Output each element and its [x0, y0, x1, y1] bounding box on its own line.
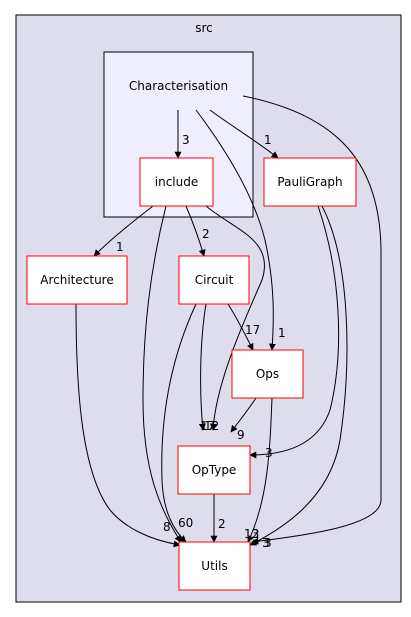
edge-label-char-utils[interactable]: 3	[262, 536, 270, 550]
edge-label-include-optype[interactable]: 12	[204, 419, 219, 433]
node-pauligraph-label: PauliGraph	[277, 175, 342, 189]
edge-label-char-ops[interactable]: 1	[278, 326, 286, 340]
node-circuit-label: Circuit	[195, 273, 234, 287]
node-architecture-label: Architecture	[40, 273, 113, 287]
edge-label-include-architecture[interactable]: 1	[116, 240, 124, 254]
node-include[interactable]: include	[139, 157, 214, 207]
edge-label-ops-optype[interactable]: 9	[237, 428, 245, 442]
edge-ops-utils	[247, 397, 273, 543]
node-include-label: include	[155, 175, 198, 189]
edge-char-pauligraph	[209, 109, 279, 159]
node-utils-label: Utils	[201, 559, 227, 573]
edge-circuit-optype	[198, 303, 207, 431]
edge-char-utils	[242, 95, 382, 545]
edge-include-utils	[142, 205, 182, 543]
edge-include-architecture	[93, 205, 154, 257]
node-optype[interactable]: OpType	[177, 445, 251, 495]
node-utils[interactable]: Utils	[178, 541, 251, 591]
cluster-characterisation-label: Characterisation	[129, 79, 228, 93]
edge-label-include-circuit[interactable]: 2	[202, 227, 210, 241]
edge-label-circuit-ops[interactable]: 17	[245, 323, 260, 337]
edge-label-circuit-utils[interactable]: 60	[178, 516, 193, 530]
edge-label-ops-utils[interactable]: 13	[244, 527, 259, 541]
edge-circuit-utils	[161, 303, 197, 543]
edge-pauligraph-optype	[249, 205, 340, 459]
edge-pauligraph-utils	[249, 205, 348, 546]
edge-label-char-include[interactable]: 3	[182, 133, 190, 147]
edge-include-circuit	[185, 205, 206, 257]
node-circuit[interactable]: Circuit	[178, 255, 250, 305]
edge-circuit-ops	[227, 303, 254, 351]
edge-ops-optype	[230, 397, 257, 433]
edge-label-pauligraph-optype[interactable]: 3	[265, 446, 273, 460]
edge-label-include-utils[interactable]: 8	[163, 520, 171, 534]
node-ops-label: Ops	[256, 367, 279, 381]
edge-architecture-utils	[75, 303, 181, 548]
edge-label-char-pauligraph[interactable]: 1	[264, 133, 272, 147]
node-optype-label: OpType	[192, 463, 237, 477]
edge-char-ops	[195, 109, 276, 351]
node-ops[interactable]: Ops	[231, 349, 304, 399]
node-architecture[interactable]: Architecture	[26, 255, 128, 305]
edge-include-optype	[205, 205, 265, 431]
cluster-src-label: src	[195, 21, 213, 35]
edge-label-optype-utils[interactable]: 2	[218, 517, 226, 531]
edge-label-utils-extra[interactable]: 3	[264, 536, 272, 550]
edge-label-circuit-optype[interactable]: 17	[200, 419, 215, 433]
edge-label-pauligraph-utils[interactable]: 2	[252, 527, 260, 541]
node-pauligraph[interactable]: PauliGraph	[263, 157, 357, 207]
